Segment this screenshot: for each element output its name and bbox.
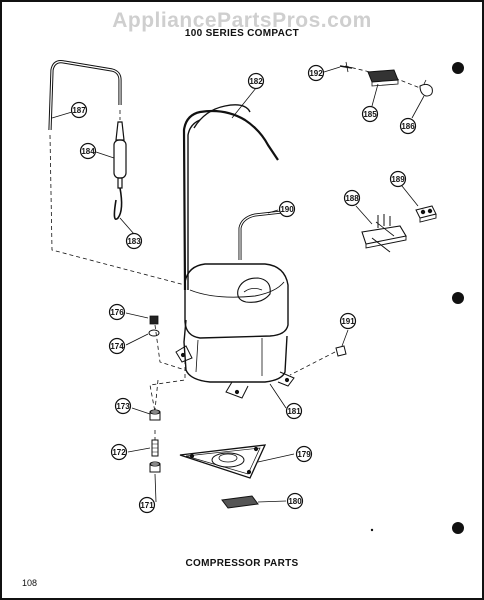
- callout-187: 187: [70, 101, 88, 119]
- label-186: 186: [401, 122, 415, 131]
- washer-174: [148, 329, 160, 337]
- callout-191: 191: [339, 312, 357, 330]
- bracket-185: [367, 69, 399, 87]
- callout-184: 184: [79, 142, 97, 160]
- label-192: 192: [309, 69, 323, 78]
- label-189: 189: [391, 175, 405, 184]
- label-184: 184: [81, 147, 95, 156]
- grommet-176: [149, 315, 159, 325]
- label-183: 183: [127, 237, 141, 246]
- label-173: 173: [116, 402, 130, 411]
- capillary-tube-183: [113, 187, 123, 220]
- binder-hole-bottom: [452, 522, 464, 534]
- callout-179: 179: [295, 445, 313, 463]
- label-182: 182: [249, 77, 263, 86]
- label-185: 185: [363, 110, 377, 119]
- label-171: 171: [140, 501, 154, 510]
- label-180: 180: [288, 497, 302, 506]
- leader-lines: [51, 66, 425, 503]
- label-187: 187: [72, 106, 86, 115]
- binder-hole-top: [452, 62, 464, 74]
- label-190: 190: [280, 205, 294, 214]
- bolt-172: [151, 439, 159, 457]
- callout-174: 174: [108, 337, 126, 355]
- label-179: 179: [297, 450, 311, 459]
- screw-192: [339, 61, 353, 73]
- callout-180: 180: [286, 492, 304, 510]
- callout-188: 188: [343, 189, 361, 207]
- grommet-191: [335, 345, 347, 357]
- callout-181: 181: [285, 402, 303, 420]
- assembly-dashed-lines: [49, 65, 421, 440]
- label-188: 188: [345, 194, 359, 203]
- compressor-181: [175, 263, 295, 399]
- base-plate-179: [179, 444, 267, 479]
- overload-189: [415, 205, 437, 223]
- label-172: 172: [112, 448, 126, 457]
- callout-190: 190: [278, 200, 296, 218]
- label-181: 181: [287, 407, 301, 416]
- callout-176: 176: [108, 303, 126, 321]
- callout-192: 192: [307, 64, 325, 82]
- diagram-caption: COMPRESSOR PARTS: [185, 558, 299, 569]
- callout-182: 182: [247, 72, 265, 90]
- binder-hole-middle: [452, 292, 464, 304]
- label-174: 174: [110, 342, 124, 351]
- watermark: AppliancePartsPros.com: [112, 9, 372, 32]
- drier-184: [113, 121, 127, 189]
- nut-171: [149, 461, 161, 473]
- clip-186: [419, 79, 433, 97]
- callout-186: 186: [399, 117, 417, 135]
- tube-190: [238, 210, 283, 260]
- coil-tube-182: [182, 104, 279, 291]
- sleeve-173: [149, 409, 161, 421]
- callout-171: 171: [138, 496, 156, 514]
- diagram-title: 100 SERIES COMPACT: [184, 28, 300, 39]
- page-number: 108: [22, 578, 38, 588]
- callout-172: 172: [110, 443, 128, 461]
- callout-183: 183: [125, 232, 143, 250]
- callout-185: 185: [361, 105, 379, 123]
- label-176: 176: [110, 308, 124, 317]
- print-mark: [370, 528, 374, 532]
- tube-187: [48, 60, 122, 131]
- label-191: 191: [341, 317, 355, 326]
- callout-189: 189: [389, 170, 407, 188]
- pad-180: [221, 495, 259, 509]
- callout-173: 173: [114, 397, 132, 415]
- relay-188: [361, 214, 407, 253]
